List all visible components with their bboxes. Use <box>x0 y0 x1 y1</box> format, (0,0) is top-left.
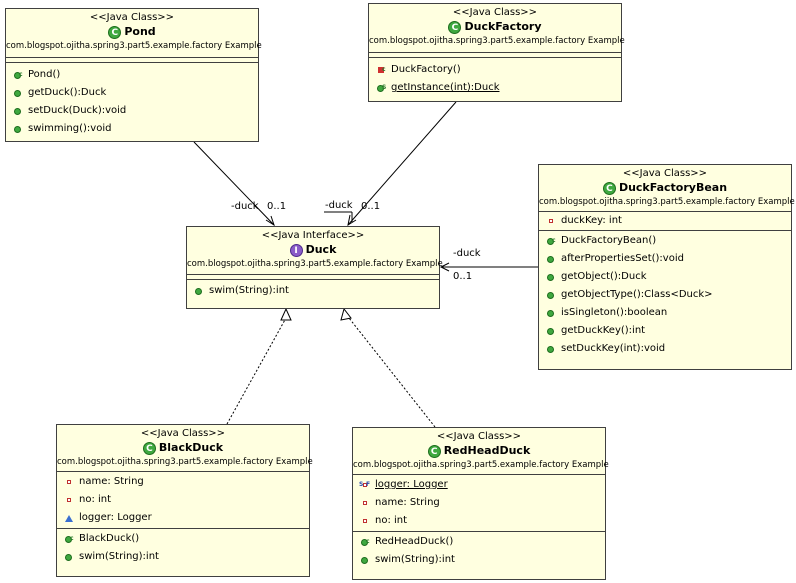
method-item[interactable]: getDuck():Duck <box>6 84 258 102</box>
public-method-icon <box>546 253 558 265</box>
class-icon: C <box>602 181 616 195</box>
public-method-icon <box>13 123 25 135</box>
method-item[interactable]: getObjectType():Class<Duck> <box>539 286 791 304</box>
stereotype-label: <<Java Class>> <box>89 12 175 23</box>
public-method-icon <box>194 285 206 297</box>
field-item[interactable]: name: String <box>57 473 309 491</box>
association-pond-duck <box>193 141 275 226</box>
method-item[interactable]: getDuckKey():int <box>539 322 791 340</box>
class-name: BlackDuck <box>158 441 224 454</box>
public-method-icon <box>546 289 558 301</box>
stereotype-label: <<Java Class>> <box>140 428 226 439</box>
public-method-icon <box>546 307 558 319</box>
arrowhead-pond-duck <box>265 215 275 227</box>
pond-multiplicity-label: 0..1 <box>267 201 287 212</box>
stereotype-label: <<Java Class>> <box>452 7 538 18</box>
method-item[interactable]: afterPropertiesSet():void <box>539 250 791 268</box>
stereotype-label: <<Java Class>> <box>622 168 708 179</box>
bean-multiplicity-label: 0..1 <box>453 271 473 282</box>
public-constructor-icon: c <box>13 69 25 81</box>
private-field-icon <box>546 215 558 227</box>
method-item[interactable]: swim(String):int <box>57 548 309 566</box>
private-field-icon <box>360 515 372 527</box>
public-method-icon <box>64 551 76 563</box>
field-item[interactable]: duckKey: int <box>539 212 791 230</box>
class-icon: C <box>427 444 441 458</box>
arrowhead-bean-duck <box>439 262 450 272</box>
class-name: Pond <box>124 25 156 38</box>
class-name: DuckFactory <box>464 20 542 33</box>
stereotype-label: <<Java Class>> <box>436 431 522 442</box>
private-field-icon <box>64 494 76 506</box>
field-item[interactable]: name: String <box>353 494 605 512</box>
public-method-icon <box>546 271 558 283</box>
class-name: DuckFactoryBean <box>618 181 728 194</box>
field-item[interactable]: no: int <box>353 512 605 530</box>
pond-role-label: -duck <box>231 201 259 212</box>
bean-role-label: -duck <box>453 248 481 259</box>
method-item[interactable]: isSingleton():boolean <box>539 304 791 322</box>
protected-field-icon <box>64 512 76 524</box>
interface-icon: I <box>289 243 303 257</box>
package-label: com.blogspot.ojitha.spring3.part5.exampl… <box>539 197 795 207</box>
class-icon: C <box>448 20 462 34</box>
arrowhead-factory-duck <box>347 214 357 227</box>
factory-role-label: -duck <box>325 200 353 211</box>
realization-triangle-redheadduck <box>340 307 352 321</box>
private-field-icon <box>360 497 372 509</box>
public-constructor-icon: c <box>64 533 76 545</box>
class-icon: C <box>142 441 156 455</box>
package-label: com.blogspot.ojitha.spring3.part5.exampl… <box>57 457 313 467</box>
public-method-icon <box>360 554 372 566</box>
class-name: RedHeadDuck <box>443 444 531 457</box>
method-item[interactable]: setDuck(Duck):void <box>6 102 258 120</box>
method-item[interactable]: swimming():void <box>6 120 258 138</box>
realization-redheadduck-duck <box>348 317 436 428</box>
interface-name: Duck <box>305 243 337 256</box>
public-static-method-icon: S <box>376 82 388 94</box>
public-method-icon <box>13 105 25 117</box>
class-icon: C <box>108 25 122 39</box>
public-method-icon <box>546 325 558 337</box>
private-field-icon <box>64 476 76 488</box>
realization-triangle-blackduck <box>280 307 292 321</box>
factory-multiplicity-label: 0..1 <box>361 201 381 212</box>
public-method-icon <box>546 343 558 355</box>
method-item[interactable]: swim(String):int <box>353 551 605 569</box>
package-label: com.blogspot.ojitha.spring3.part5.exampl… <box>353 460 609 470</box>
field-item[interactable]: no: int <box>57 491 309 509</box>
package-label: com.blogspot.ojitha.spring3.part5.exampl… <box>187 259 443 269</box>
realization-blackduck-duck <box>226 317 287 425</box>
field-item[interactable]: logger: Logger <box>57 509 309 527</box>
public-constructor-icon: c <box>546 235 558 247</box>
stereotype-label: <<Java Interface>> <box>261 230 365 241</box>
public-method-icon <box>13 87 25 99</box>
method-item[interactable]: setDuckKey(int):void <box>539 340 791 358</box>
association-factory-duck <box>347 101 457 226</box>
private-constructor-icon: c <box>376 64 388 76</box>
method-item[interactable]: getObject():Duck <box>539 268 791 286</box>
public-constructor-icon: c <box>360 536 372 548</box>
package-label: com.blogspot.ojitha.spring3.part5.exampl… <box>6 41 262 51</box>
package-label: com.blogspot.ojitha.spring3.part5.exampl… <box>369 36 625 46</box>
method-item[interactable]: swim(String):int <box>187 282 439 300</box>
